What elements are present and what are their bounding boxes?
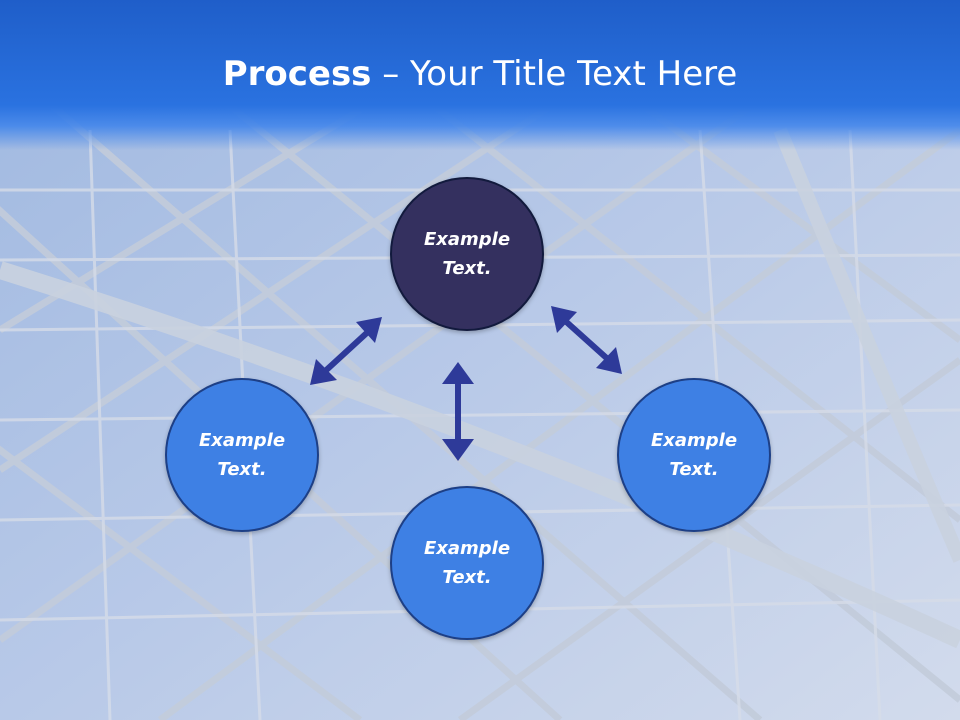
slide-title: Process – Your Title Text Here — [0, 52, 960, 96]
header-bar — [0, 0, 960, 150]
node-right-line2: Text. — [669, 459, 719, 480]
node-bottom-text: Example Text. — [407, 534, 527, 592]
node-bottom: Example Text. — [390, 486, 544, 640]
node-top: Example Text. — [390, 177, 544, 331]
node-right: Example Text. — [617, 378, 771, 532]
node-top-line1: Example — [423, 229, 511, 250]
node-top-line2: Text. — [442, 258, 492, 279]
node-right-text: Example Text. — [634, 426, 754, 484]
node-bottom-line2: Text. — [442, 567, 492, 588]
title-strong: Process — [222, 54, 372, 94]
node-left-line2: Text. — [217, 459, 267, 480]
node-bottom-line1: Example — [423, 538, 511, 559]
node-left: Example Text. — [165, 378, 319, 532]
title-rest: – Your Title Text Here — [371, 54, 738, 94]
node-left-line1: Example — [198, 430, 286, 451]
node-top-text: Example Text. — [407, 225, 527, 283]
node-right-line1: Example — [650, 430, 738, 451]
node-left-text: Example Text. — [182, 426, 302, 484]
